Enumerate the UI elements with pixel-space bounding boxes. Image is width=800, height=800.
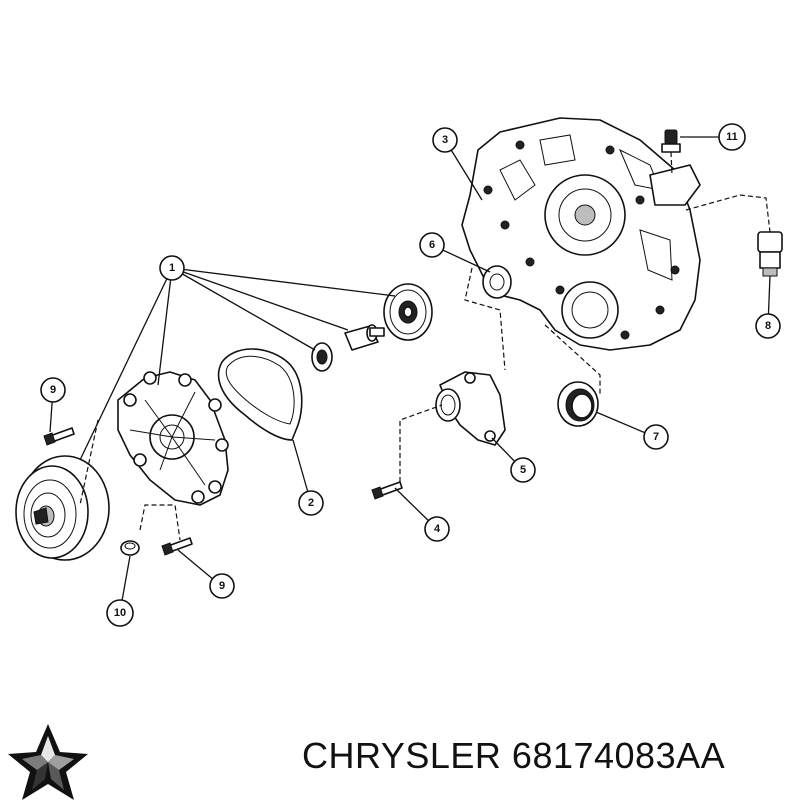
crankshaft-seal-part [557,381,599,427]
svg-text:6: 6 [429,239,435,251]
pump-shaft-part [344,324,385,351]
svg-text:10: 10 [114,607,126,619]
housing-bolt-part [371,481,403,500]
svg-text:2: 2 [308,497,314,509]
svg-text:9: 9 [219,580,225,592]
temperature-sensor-part [757,231,783,277]
part-number: 68174083AA [511,735,726,776]
brand-part-number: CHRYSLER 68174083AA [302,735,725,777]
callout-10: 10 [106,599,134,627]
callout-4: 4 [424,516,450,542]
front-cover-part [461,117,701,351]
svg-text:4: 4 [434,523,441,535]
idler-pulley-part [383,283,433,341]
svg-text:8: 8 [765,320,771,332]
callout-5: 5 [510,457,536,483]
svg-text:1: 1 [169,262,175,274]
callout-6: 6 [419,232,445,258]
bolt-upper-part [43,427,75,446]
callout-11: 11 [718,123,746,151]
plug-bolt-part [661,129,681,153]
svg-text:7: 7 [653,431,659,443]
water-pump-part [117,371,229,506]
bearing-part [311,342,333,372]
callout-2: 2 [298,490,324,516]
callout-3: 3 [432,127,458,153]
callout-8: 8 [755,313,781,339]
chrysler-pentastar-icon [8,724,88,800]
callout-7: 7 [643,424,669,450]
svg-text:9: 9 [50,384,56,396]
drain-plug-part [120,540,140,556]
brand-make: CHRYSLER [302,735,502,776]
leader-lines [49,136,771,613]
svg-text:11: 11 [726,131,738,143]
svg-text:3: 3 [442,134,448,146]
callout-1: 1 [159,255,185,281]
callout-9-upper: 9 [40,377,66,403]
bolt-lower-part [161,537,193,556]
pump-gasket-part [217,348,303,441]
callout-9-lower: 9 [209,573,235,599]
pump-pulley-part [15,455,110,561]
thermostat-housing-part [435,371,506,446]
svg-text:5: 5 [520,464,526,476]
